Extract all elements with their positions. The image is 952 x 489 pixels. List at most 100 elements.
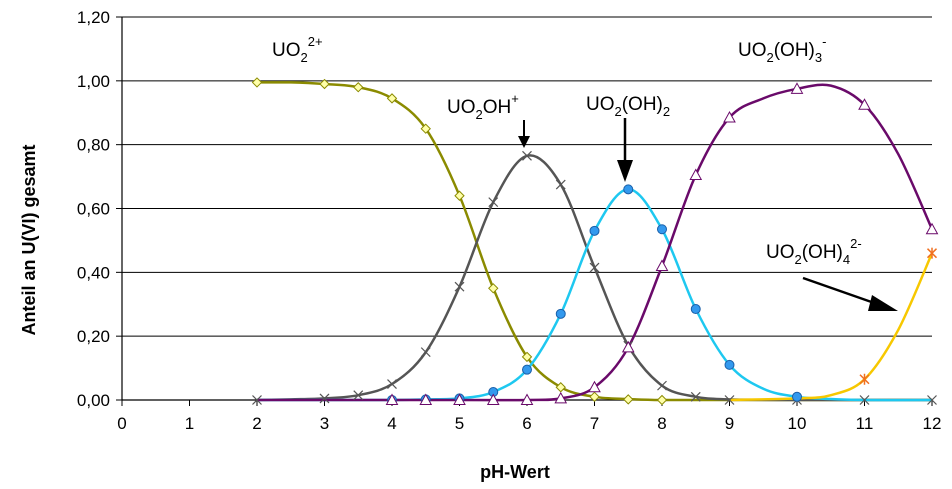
x-stroke: [522, 150, 532, 161]
x-tick-label: 10: [788, 414, 807, 433]
data-point-x: [555, 179, 566, 190]
label-uo2-2plus: UO22+: [272, 34, 323, 65]
data-point-diamond: [521, 351, 533, 363]
data-point-x: [589, 262, 600, 273]
arrow-uo2oh4: [802, 276, 898, 311]
data-point-triangle: [655, 259, 669, 271]
data-point-diamond: [353, 82, 364, 93]
series-markers-1: [252, 150, 937, 405]
data-point-triangle: [925, 222, 939, 235]
y-axis-title: Anteil an U(VI) gesamt: [19, 144, 39, 335]
data-point-triangle: [790, 82, 804, 94]
data-point-diamond: [488, 283, 499, 294]
x-tick-label: 3: [320, 414, 329, 433]
x-stroke: [657, 380, 667, 391]
data-point-triangle: [689, 168, 703, 180]
data-point-circle: [792, 391, 802, 402]
data-point-triangle: [520, 393, 534, 405]
data-point-x: [252, 395, 262, 405]
data-point-asterisk: [926, 247, 938, 259]
data-point-circle: [724, 359, 735, 370]
data-point-circle: [522, 364, 532, 375]
data-point-x: [657, 380, 667, 391]
x-stroke: [927, 395, 937, 405]
series-markers-4: [859, 247, 938, 385]
data-point-diamond: [420, 123, 431, 134]
x-tick-label: 9: [725, 414, 734, 433]
series-markers-3: [385, 82, 939, 405]
data-point-triangle: [723, 110, 736, 123]
data-point-x: [859, 395, 870, 405]
data-point-circle: [555, 308, 566, 319]
data-point-x: [454, 281, 465, 292]
data-point-x: [927, 395, 937, 405]
label-uo2oh2: UO2(OH)2: [586, 94, 670, 119]
data-point-asterisk: [859, 373, 870, 385]
data-point-triangle: [419, 393, 433, 405]
series-markers: [251, 77, 939, 406]
x-stroke: [724, 395, 735, 405]
data-point-x: [724, 395, 735, 405]
x-stroke: [555, 179, 566, 190]
y-tick-label: 0,40: [77, 263, 110, 282]
data-point-diamond: [454, 190, 465, 201]
series-line-3: [257, 83, 934, 402]
y-tick-label: 0,80: [77, 136, 110, 155]
label-uo2oh-plus: UO2OH+: [447, 91, 519, 122]
label-uo2oh3-minus: UO2(OH)3-: [738, 34, 826, 65]
data-point-x: [522, 150, 532, 161]
data-point-diamond: [386, 93, 398, 104]
data-point-x: [353, 390, 364, 401]
data-point-diamond: [319, 78, 330, 90]
x-stroke: [690, 391, 701, 402]
y-tick-label: 1,20: [77, 8, 110, 27]
series-markers-0: [251, 77, 668, 406]
data-point-diamond: [656, 394, 668, 406]
x-tick-label: 6: [522, 414, 531, 433]
x-tick-label: 7: [590, 414, 599, 433]
data-point-diamond: [555, 382, 566, 393]
data-point-x: [488, 197, 499, 208]
y-tick-label: 0,20: [77, 327, 110, 346]
y-tick-label: 1,00: [77, 72, 110, 91]
x-tick-label: 11: [856, 414, 874, 433]
data-point-x: [690, 391, 701, 402]
data-point-circle: [623, 184, 634, 195]
x-axis-title: pH-Wert: [480, 462, 550, 482]
data-point-circle: [657, 224, 667, 235]
data-point-triangle: [453, 393, 466, 405]
y-tick-label: 0,60: [77, 200, 110, 219]
x-stroke: [859, 395, 870, 405]
x-stroke: [420, 347, 431, 358]
data-point-triangle: [486, 393, 500, 405]
x-tick-label: 12: [923, 414, 942, 433]
x-stroke: [319, 393, 330, 404]
y-tick-label: 0,00: [77, 391, 110, 410]
series-line-1: [256, 154, 932, 402]
arrow-uo2oh: [518, 120, 530, 148]
series-line-2: [257, 188, 933, 402]
data-point-triangle: [858, 98, 871, 110]
axes: [116, 16, 933, 406]
x-tick-label: 5: [455, 414, 464, 433]
x-tick-label: 4: [387, 414, 396, 433]
x-stroke: [387, 379, 397, 389]
data-point-circle: [690, 304, 701, 315]
series-markers-2: [387, 184, 802, 405]
x-stroke: [252, 395, 262, 405]
data-point-x: [319, 393, 330, 404]
x-tick-label: 1: [185, 414, 194, 433]
data-point-diamond: [251, 77, 263, 88]
series-line-4: [729, 252, 934, 402]
x-tick-label: 0: [117, 414, 126, 433]
label-uo2oh4-2minus: UO2(OH)42-: [766, 236, 862, 267]
arrow-uo2oh2: [617, 118, 633, 182]
data-point-x: [387, 379, 397, 389]
data-point-triangle: [554, 391, 568, 404]
data-point-diamond: [589, 391, 600, 403]
grid-lines: [122, 16, 932, 337]
data-point-x: [420, 347, 431, 358]
x-stroke: [454, 281, 465, 292]
